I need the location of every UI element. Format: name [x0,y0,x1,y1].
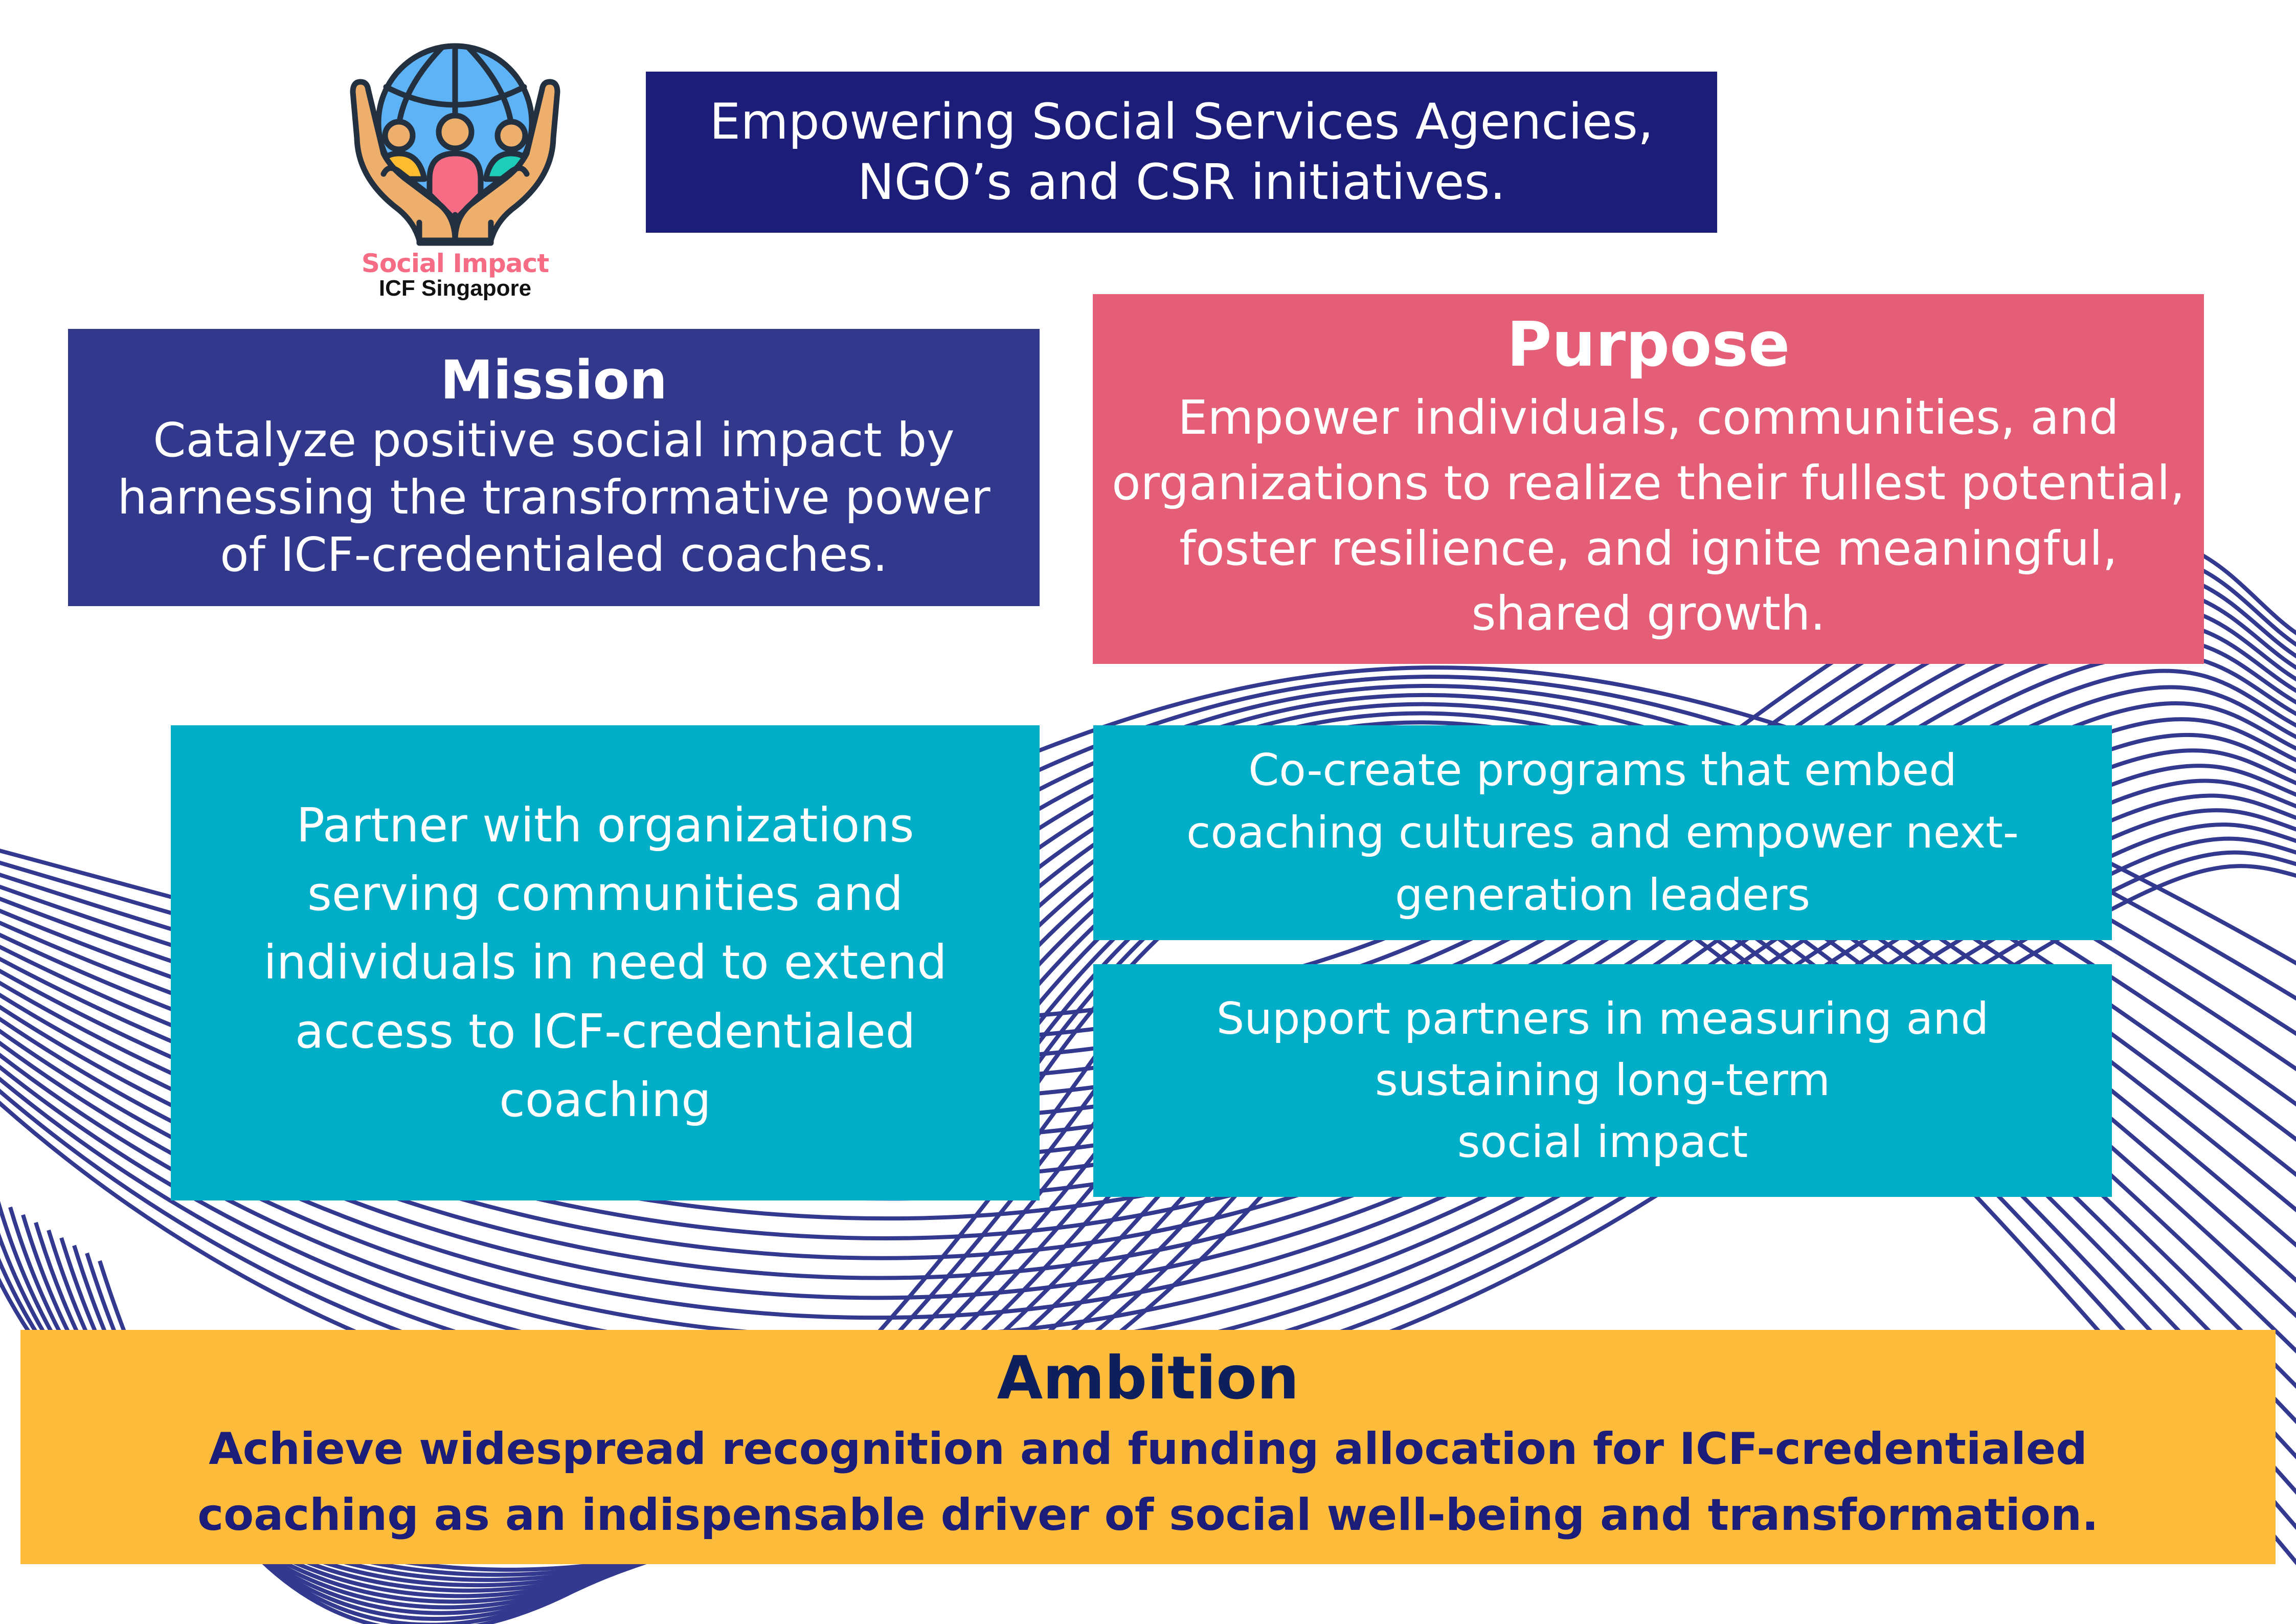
purpose-title: Purpose [1506,309,1790,381]
tagline-line: NGO’s and CSR initiatives. [857,153,1506,211]
logo: Social Impact ICF Singapore [343,26,568,302]
pillar-line: social impact [1457,1116,1748,1168]
purpose-body: Empower individuals, communities, and or… [1112,385,2185,647]
pillar-line: generation leaders [1394,870,1811,921]
ambition-card: Ambition Achieve widespread recognition … [20,1330,2276,1564]
pillar-line: Support partners in measuring and [1216,993,1989,1044]
mission-line: of ICF-credentialed coaches. [220,527,888,583]
pillar-line: Partner with organizations [296,797,914,853]
purpose-card: Purpose Empower individuals, communities… [1093,294,2204,664]
purpose-line: Empower individuals, communities, and [1178,390,2119,445]
mission-body: Catalyze positive social impact by harne… [117,412,990,584]
pillar-line: serving communities and [307,866,904,922]
hands-holding-globe-icon [350,43,560,246]
mission-title: Mission [440,349,668,412]
pillar-line: access to ICF-credentialed [295,1004,916,1059]
logo-subtitle: ICF Singapore [378,276,532,301]
pillar-line: Co-create programs that embed [1248,744,1957,796]
purpose-line: shared growth. [1471,586,1826,641]
tagline-line: Empowering Social Services Agencies, [709,93,1654,151]
pillar-line: coaching cultures and empower next- [1186,807,2019,858]
purpose-line: foster resilience, and ignite meaningful… [1179,521,2118,576]
mission-line: harnessing the transformative power [117,470,991,525]
ambition-title: Ambition [997,1344,1299,1413]
pillar-support-card: Support partners in measuring and sustai… [1093,964,2112,1197]
mission-line: Catalyze positive social impact by [153,412,955,468]
pillar-line: individuals in need to extend [263,935,947,990]
purpose-line: organizations to realize their fullest p… [1112,455,2185,510]
pillar-cocreate-card: Co-create programs that embed coaching c… [1093,725,2112,940]
pillar-line: sustaining long-term [1375,1055,1831,1106]
tagline-banner: Empowering Social Services Agencies, NGO… [646,72,1717,233]
pillar-line: coaching [499,1072,711,1127]
mission-card: Mission Catalyze positive social impact … [68,329,1040,606]
logo-brand-text: Social Impact [361,249,549,278]
ambition-line: coaching as an indispensable driver of s… [197,1489,2099,1541]
ambition-line: Achieve widespread recognition and fundi… [209,1423,2087,1475]
pillar-partner-card: Partner with organizations serving commu… [171,725,1040,1200]
ambition-body: Achieve widespread recognition and fundi… [197,1416,2099,1548]
